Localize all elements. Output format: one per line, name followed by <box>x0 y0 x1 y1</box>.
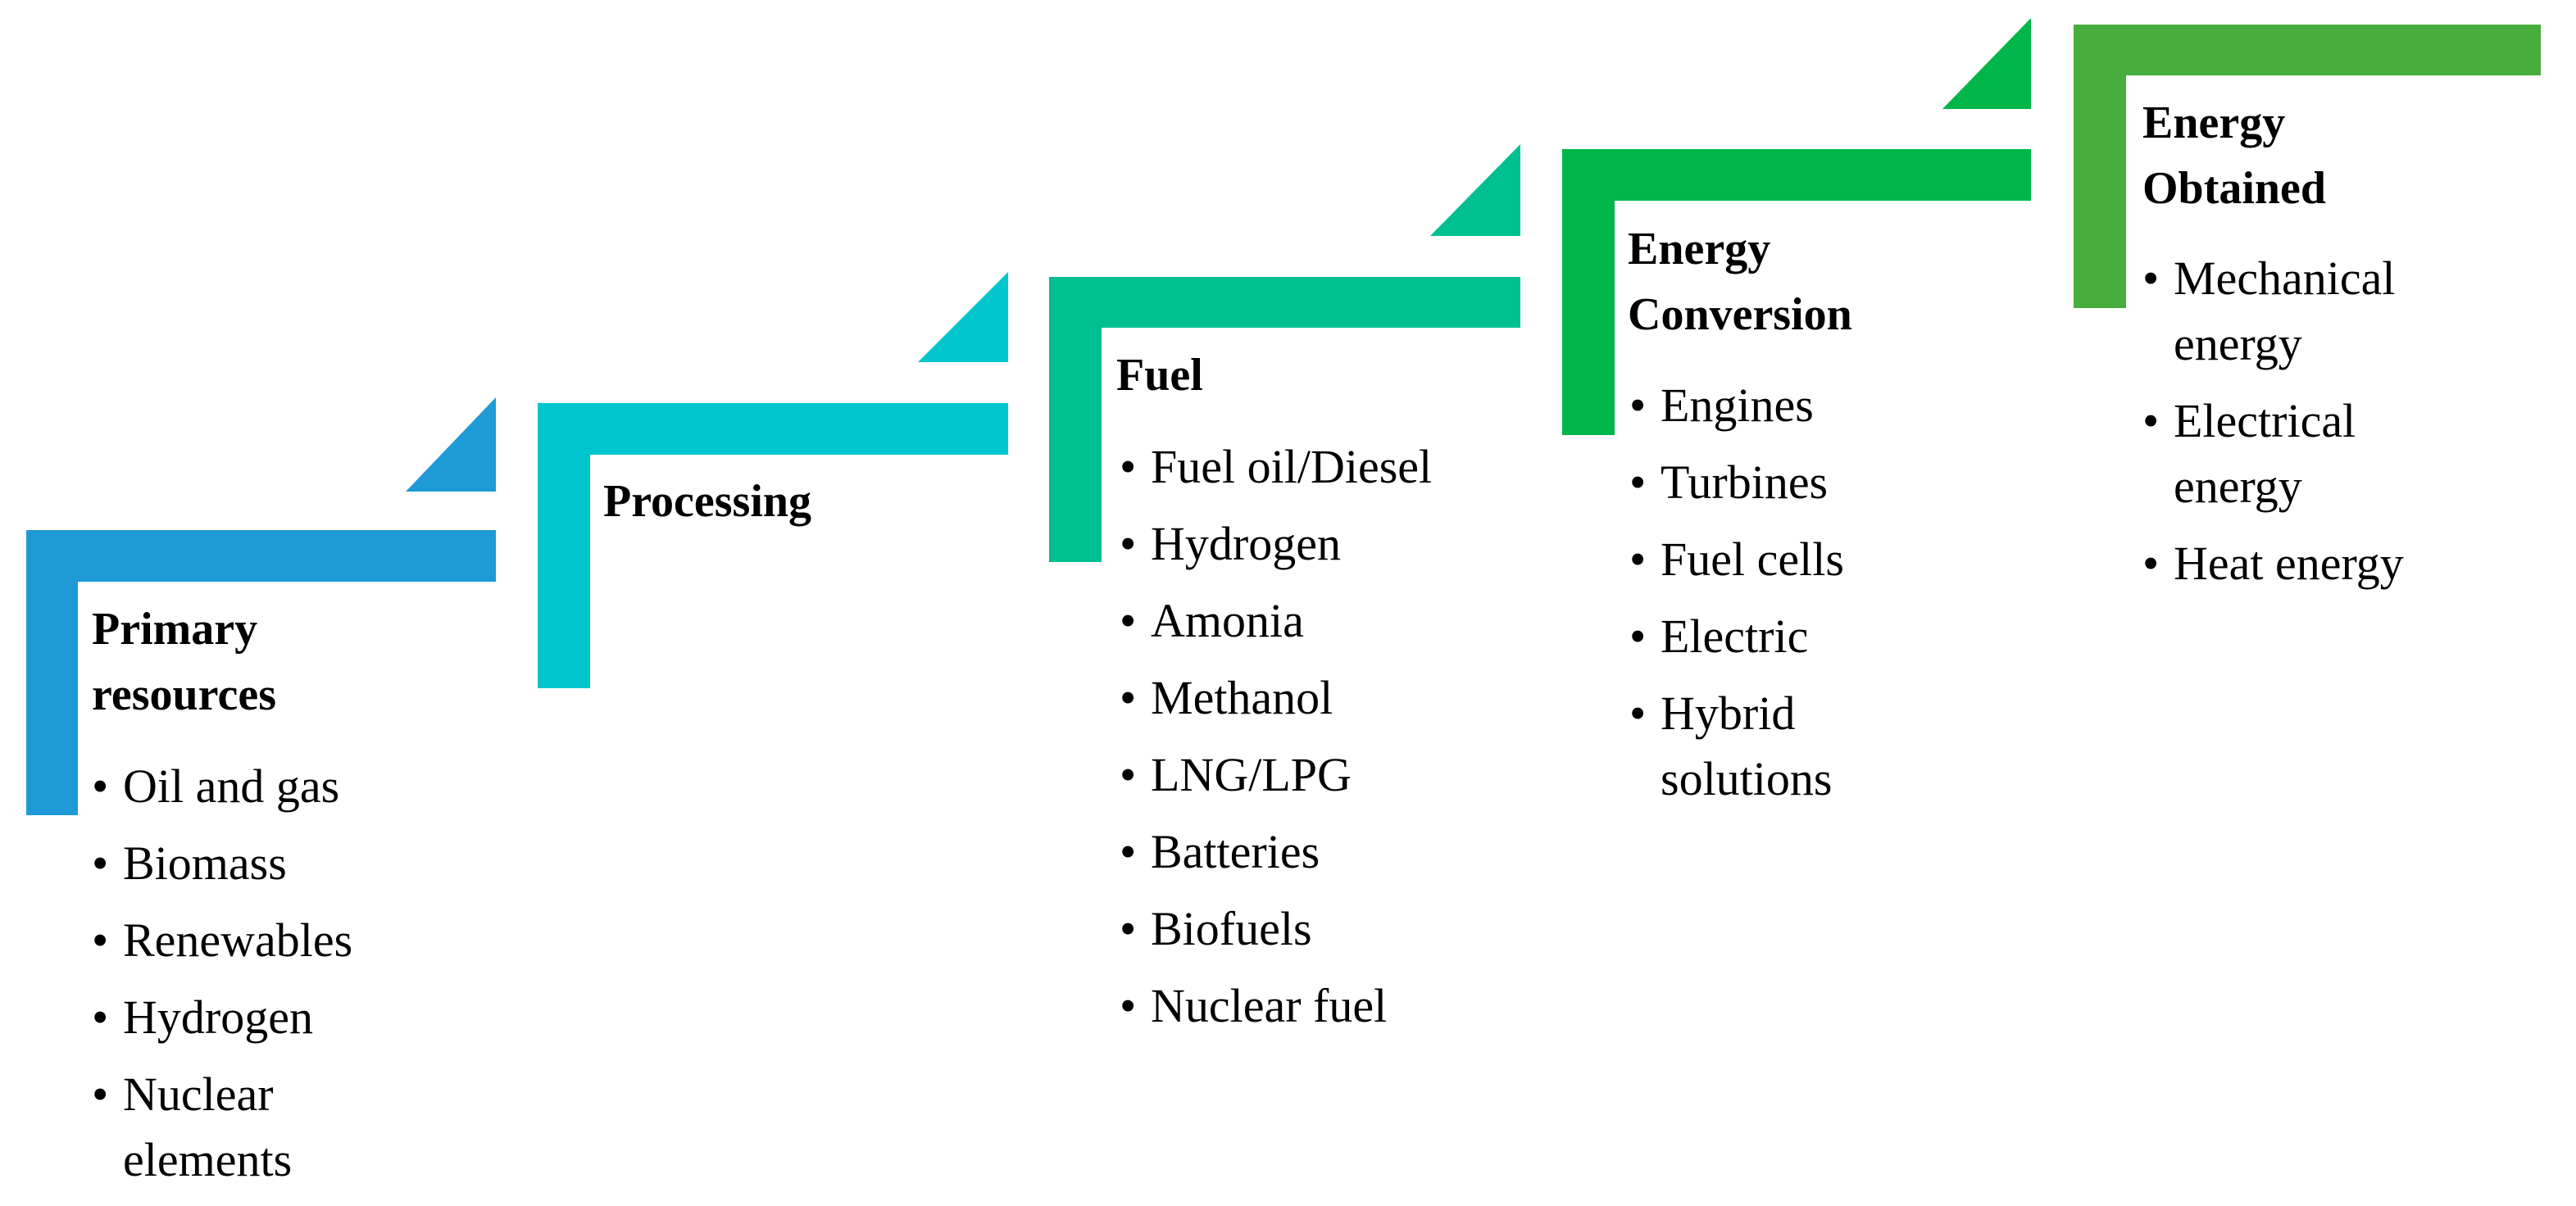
step-title: Energy Conversion <box>1628 224 1852 340</box>
bullet-icon: • <box>1120 748 1137 801</box>
step-list-item: • Hydrogen <box>92 985 518 1050</box>
step-item-list: • Engines • Turbines • Fuel cells • Electric • Hy… <box>1629 373 2056 823</box>
step-title: Fuel <box>1116 350 1203 401</box>
step-list-item-label: Fuel cells <box>1661 533 1844 586</box>
step-shape-energy-obtained <box>2074 25 2541 308</box>
bullet-icon: • <box>1629 610 1647 663</box>
step-list-item: • Nuclear elements <box>92 1062 518 1193</box>
bullet-icon: • <box>1120 902 1137 955</box>
bullet-icon: • <box>1120 594 1137 647</box>
step-list-item-label: Nuclear fuel <box>1151 979 1388 1032</box>
step-list-item: • Amonia <box>1120 588 1546 654</box>
step-shape-processing <box>538 272 1008 688</box>
step-list-item-label: Nuclear elements <box>123 1068 293 1186</box>
bullet-icon: • <box>1120 825 1137 878</box>
step-list-item-label: Hydrogen <box>123 991 313 1044</box>
step-list-item-label: Biomass <box>123 836 287 890</box>
step-list-item-label: Turbines <box>1661 456 1829 509</box>
step-list-item: • Hybrid solutions <box>1629 681 2056 812</box>
step-bracket-fuel <box>1049 277 1520 562</box>
step-arrow-tip-primary-resources <box>406 397 496 492</box>
step-list-item-label: Hybrid solutions <box>1661 687 1833 805</box>
step-list-item-label: Mechanical energy <box>2174 252 2396 370</box>
step-arrow-tip-energy-conversion <box>1942 18 2031 109</box>
step-item-list: • Oil and gas • Biomass • Renewables • Hydrogen… <box>92 754 518 1204</box>
step-list-item: • Turbines <box>1629 450 2056 515</box>
bullet-icon: • <box>1629 533 1647 586</box>
step-list-item-label: Oil and gas <box>123 759 340 813</box>
bullet-icon: • <box>92 1068 109 1121</box>
step-list-item: • Electric <box>1629 604 2056 669</box>
bullet-icon: • <box>1120 517 1137 570</box>
step-list-item: • Nuclear fuel <box>1120 973 1546 1039</box>
step-list-item-label: Renewables <box>123 914 353 967</box>
step-arrow-tip-fuel <box>1430 144 1520 236</box>
bullet-icon: • <box>2142 537 2160 590</box>
step-item-list: • Mechanical energy • Electrical energy • Hea… <box>2142 246 2552 608</box>
step-list-item-label: Hydrogen <box>1151 517 1341 570</box>
bullet-icon: • <box>2142 394 2160 447</box>
step-bracket-energy-conversion <box>1562 149 2031 435</box>
bullet-icon: • <box>1629 379 1647 432</box>
step-list-item-label: LNG/LPG <box>1151 748 1352 801</box>
step-shape-fuel <box>1049 144 1520 562</box>
step-list-item-label: Heat energy <box>2174 537 2404 590</box>
bullet-icon: • <box>1120 440 1137 493</box>
step-list-item-label: Fuel oil/Diesel <box>1151 440 1433 493</box>
step-title: Primary resources <box>92 604 276 720</box>
step-list-item: • Electrical energy <box>2142 388 2552 519</box>
bullet-icon: • <box>1120 979 1137 1032</box>
step-list-item-label: Electrical energy <box>2174 394 2356 513</box>
step-list-item-label: Batteries <box>1151 825 1320 878</box>
step-list-item: • Hydrogen <box>1120 511 1546 577</box>
step-shape-energy-conversion <box>1562 18 2031 435</box>
step-list-item-label: Engines <box>1661 379 1814 432</box>
bullet-icon: • <box>1120 671 1137 724</box>
step-list-item: • Fuel cells <box>1629 527 2056 592</box>
step-item-list: • Fuel oil/Diesel • Hydrogen • Amonia • Methano… <box>1120 434 1546 1050</box>
step-list-item-label: Biofuels <box>1151 902 1312 955</box>
bullet-icon: • <box>92 991 109 1044</box>
bullet-icon: • <box>92 914 109 967</box>
step-list-item: • Renewables <box>92 908 518 973</box>
step-list-item: • Fuel oil/Diesel <box>1120 434 1546 500</box>
bullet-icon: • <box>1629 456 1647 509</box>
step-list-item: • Oil and gas <box>92 754 518 819</box>
step-list-item: • Batteries <box>1120 819 1546 885</box>
step-list-item: • Heat energy <box>2142 531 2552 596</box>
step-shape-primary-resources <box>26 397 496 815</box>
bullet-icon: • <box>1629 687 1647 740</box>
step-arrow-tip-processing <box>918 272 1008 362</box>
step-bracket-energy-obtained <box>2074 25 2541 308</box>
step-list-item: • Biofuels <box>1120 896 1546 962</box>
step-bracket-processing <box>538 403 1008 688</box>
step-bracket-primary-resources <box>26 530 496 815</box>
step-list-item-label: Methanol <box>1151 671 1333 724</box>
bullet-icon: • <box>92 759 109 813</box>
bullet-icon: • <box>2142 252 2160 305</box>
step-list-item: • LNG/LPG <box>1120 742 1546 808</box>
step-list-item: • Engines <box>1629 373 2056 438</box>
step-title: Processing <box>603 476 812 527</box>
step-list-item-label: Electric <box>1661 610 1809 663</box>
step-title: Energy Obtained <box>2142 97 2327 214</box>
step-list-item: • Biomass <box>92 831 518 896</box>
bullet-icon: • <box>92 836 109 890</box>
step-list-item: • Methanol <box>1120 665 1546 731</box>
step-list-item: • Mechanical energy <box>2142 246 2552 377</box>
step-list-item-label: Amonia <box>1151 594 1304 647</box>
